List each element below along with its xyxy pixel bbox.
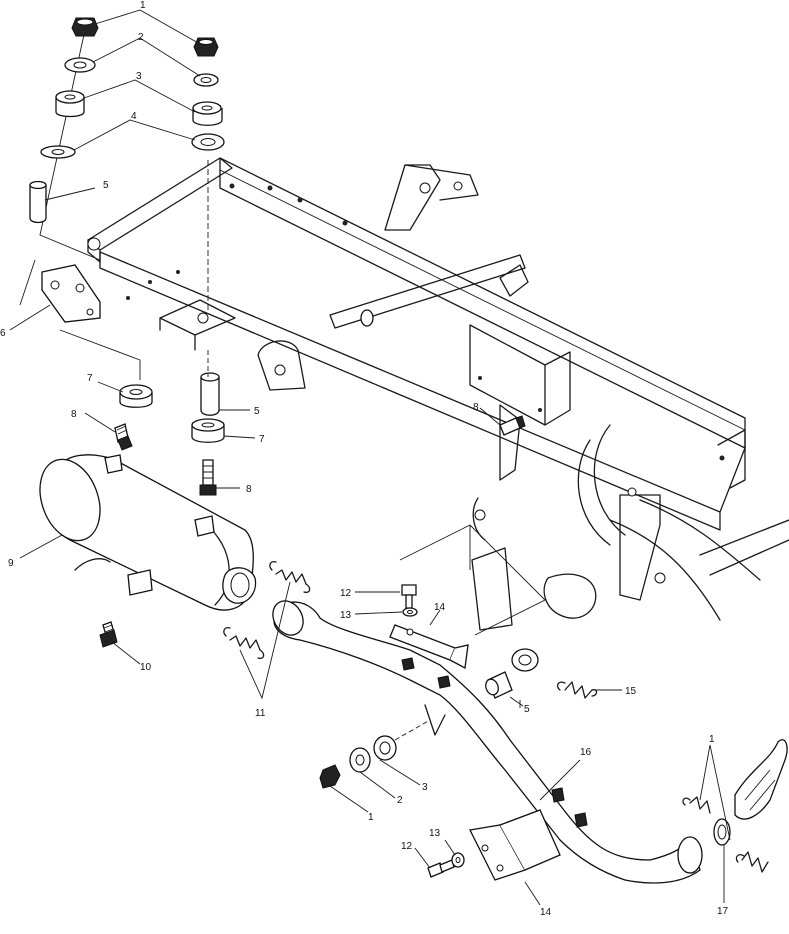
washer-13-lower [451, 852, 465, 868]
callout-14-upper: 14 [434, 602, 446, 613]
washer-4-right [191, 133, 225, 151]
exhaust-outlet [734, 739, 788, 820]
spring-15 [556, 681, 598, 699]
bushing-3-right [192, 101, 223, 126]
washer-2-lower [349, 747, 371, 773]
callout-5-center: 5 [254, 406, 260, 417]
callout-15: 15 [625, 686, 637, 697]
callout-7-left: 7 [87, 373, 93, 384]
callout-12-lower: 12 [401, 841, 413, 852]
bolt-10 [99, 621, 118, 648]
bushing-3-lower [373, 735, 397, 761]
callout-3-top: 3 [136, 71, 142, 82]
sleeve-5-lower [485, 671, 513, 699]
callout-11: 11 [255, 708, 266, 719]
washer-13-upper [402, 607, 418, 617]
callout-7-center: 7 [259, 434, 265, 445]
nut-1-right [193, 37, 219, 57]
callout-6: 6 [0, 328, 6, 339]
bushing-3-left [55, 90, 85, 118]
callout-4-top: 4 [131, 111, 137, 122]
callout-1-lower: 1 [368, 812, 374, 823]
muffler-9 [39, 454, 257, 611]
sleeve-5-left [29, 180, 47, 224]
callout-8-left: 8 [71, 409, 77, 420]
bushing-lower-right [511, 648, 539, 672]
callout-14-lower: 14 [540, 907, 552, 918]
bolt-8-right [499, 415, 526, 436]
spring-11-upper [269, 560, 311, 594]
callout-8-center: 8 [246, 484, 252, 495]
bolt-8-center [199, 459, 217, 496]
engine-case-outline [399, 404, 597, 636]
callout-16: 16 [580, 747, 592, 758]
spring-11-lower [223, 626, 265, 660]
bracket-14-lower [469, 787, 588, 881]
bracket-14-upper [389, 624, 469, 689]
spring-1-right [682, 796, 711, 814]
spacer-7-center [191, 418, 225, 443]
nut-1-lower [319, 764, 341, 789]
bolt-8-left [114, 423, 133, 451]
gasket-17 [713, 818, 731, 846]
callout-12-upper: 12 [340, 588, 352, 599]
callout-13-lower: 13 [429, 828, 441, 839]
callout-1-right: 1 [709, 734, 715, 745]
washer-2-left [64, 57, 96, 73]
mounting-plate-6 [19, 259, 141, 380]
spring-lower-right [735, 851, 769, 873]
callout-10: 10 [140, 662, 152, 673]
callout-2-top: 2 [138, 32, 144, 43]
callout-labels: 1 2 3 4 5 6 7 8 5 7 8 8 9 10 11 12 13 14… [0, 0, 729, 918]
spacer-7-left [119, 384, 153, 408]
sleeve-5-center [200, 372, 220, 416]
callout-1-top: 1 [140, 0, 146, 11]
bolt-12-upper [401, 584, 417, 609]
bolt-12-lower [427, 859, 455, 878]
callout-9: 9 [8, 558, 14, 569]
callout-17: 17 [717, 906, 729, 917]
exhaust-pipe-16 [272, 600, 703, 884]
mount-stack-right [191, 37, 225, 151]
washer-2-right [193, 73, 219, 87]
callout-5-top: 5 [103, 180, 109, 191]
washer-4-left [40, 145, 76, 159]
nut-1-left [71, 17, 99, 37]
callout-13-upper: 13 [340, 610, 352, 621]
leader-lines [9, 9, 731, 906]
callout-5-lower: 5 [524, 704, 530, 715]
callout-3-lower: 3 [422, 782, 428, 793]
callout-2-lower: 2 [397, 795, 403, 806]
mount-stack-left [29, 17, 101, 261]
callout-8-right: 8 [473, 402, 479, 413]
frame-assembly [87, 157, 789, 621]
